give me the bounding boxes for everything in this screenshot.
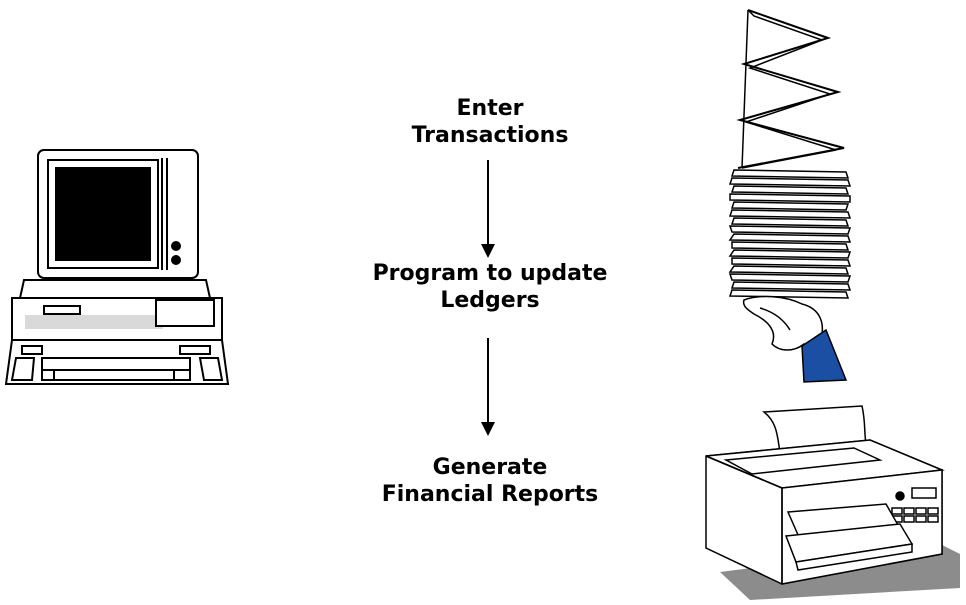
step-1-line-2: Transactions xyxy=(411,123,569,148)
step-update-ledgers: Program to update Ledgers xyxy=(330,260,650,314)
step-enter-transactions: Enter Transactions xyxy=(360,95,620,149)
flow-arrow-2 xyxy=(481,338,495,436)
paper-stack-icon xyxy=(728,9,852,383)
step-generate-reports: Generate Financial Reports xyxy=(350,454,630,508)
step-1-line-1: Enter xyxy=(456,96,524,121)
desktop-computer-icon xyxy=(4,149,230,385)
step-3-line-1: Generate xyxy=(432,455,548,480)
printer-icon xyxy=(705,405,960,600)
step-2-line-2: Ledgers xyxy=(440,288,540,313)
step-3-line-2: Financial Reports xyxy=(381,482,599,507)
flow-arrow-1 xyxy=(481,160,495,258)
step-2-line-1: Program to update xyxy=(372,261,608,286)
